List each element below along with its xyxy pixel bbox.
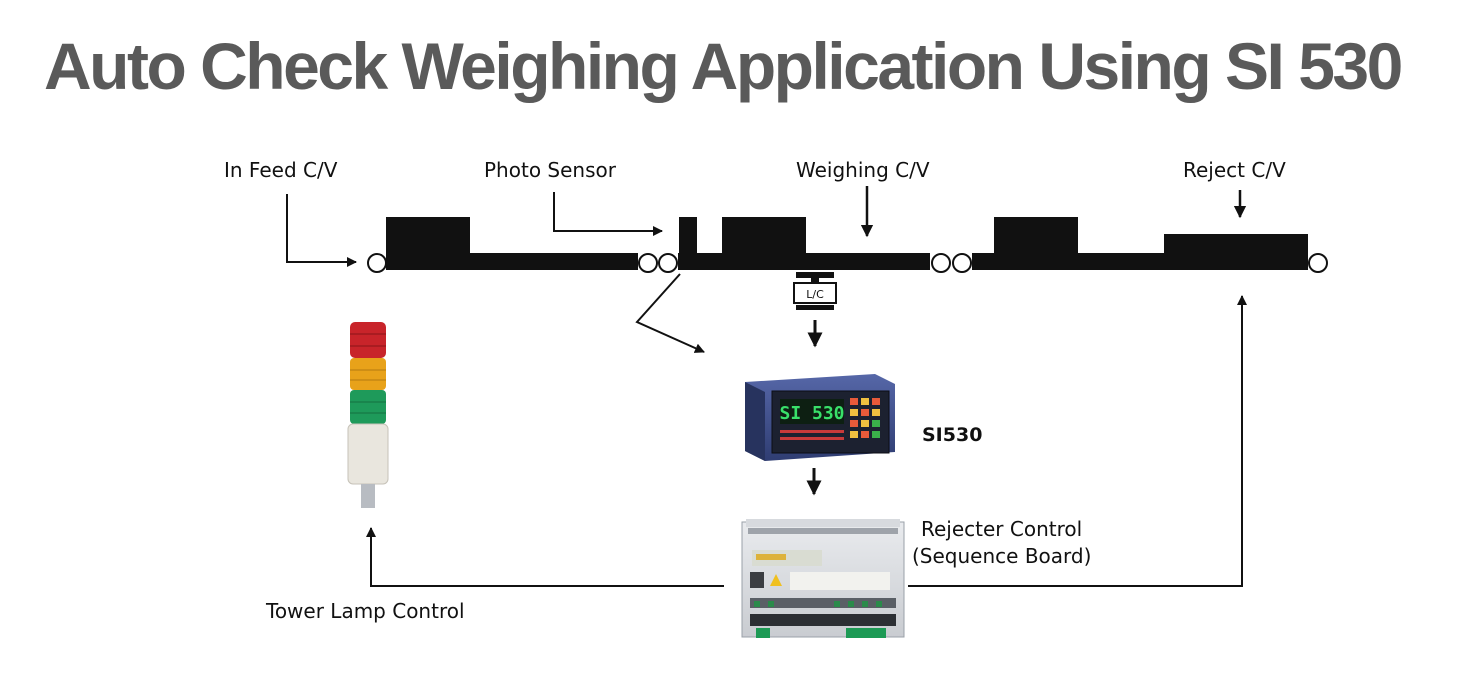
tower-lamp-control-arrow (366, 527, 724, 587)
infeed-product-box (386, 217, 470, 255)
tower-lamp-control-label: Tower Lamp Control (266, 599, 465, 623)
infeed-conveyor (367, 217, 658, 273)
infeed-roller-right (638, 253, 658, 273)
key (850, 409, 858, 416)
key (850, 431, 858, 438)
key (872, 409, 880, 416)
infeed-arrow (286, 194, 357, 267)
key (872, 398, 880, 405)
key (861, 409, 869, 416)
infeed-conveyor-label: In Feed C/V (224, 158, 338, 182)
key (861, 420, 869, 427)
photo-sensor-arrow (553, 192, 663, 236)
sequence-board (741, 519, 905, 638)
sensor-signal-arrow (635, 273, 705, 353)
key (872, 431, 880, 438)
sequence-board-label: (Sequence Board) (912, 544, 1092, 568)
tower-lamp-green (350, 390, 386, 424)
key (872, 420, 880, 427)
load-cell-label: L/C (806, 288, 824, 301)
tower-lamp-amber (350, 358, 386, 390)
weighing-conveyor (658, 217, 951, 273)
key (861, 431, 869, 438)
reject-pusher (1164, 234, 1308, 255)
tower-lamp-red (350, 322, 386, 358)
tower-lamp-base (347, 423, 389, 485)
weighing-conveyor-label: Weighing C/V (796, 158, 930, 182)
weighing-roller-right (931, 253, 951, 273)
reject-product-box (994, 217, 1078, 255)
reject-control-arrow (908, 295, 1247, 587)
indicator-display-digits: SI 530 (779, 403, 844, 424)
infeed-roller-left (367, 253, 387, 273)
load-cell: L/C (793, 272, 837, 310)
reject-conveyor (952, 217, 1328, 273)
tower-lamp-pole (361, 484, 375, 508)
key (850, 398, 858, 405)
photo-sensor-label: Photo Sensor (484, 158, 616, 182)
rejecter-control-label: Rejecter Control (921, 517, 1083, 541)
si530-label: SI530 (922, 424, 983, 446)
tower-lamp (347, 322, 389, 508)
reject-roller-right (1308, 253, 1328, 273)
weighing-product-box (722, 217, 806, 255)
photo-sensor-block (679, 217, 697, 255)
key (861, 398, 869, 405)
weighing-roller-left (658, 253, 678, 273)
key (850, 420, 858, 427)
indicator-display (780, 399, 844, 424)
reject-conveyor-label: Reject C/V (1183, 158, 1286, 182)
page-title: Auto Check Weighing Application Using SI… (44, 29, 1403, 103)
reject-roller-left (952, 253, 972, 273)
si530-indicator: SI 530 (745, 374, 895, 461)
